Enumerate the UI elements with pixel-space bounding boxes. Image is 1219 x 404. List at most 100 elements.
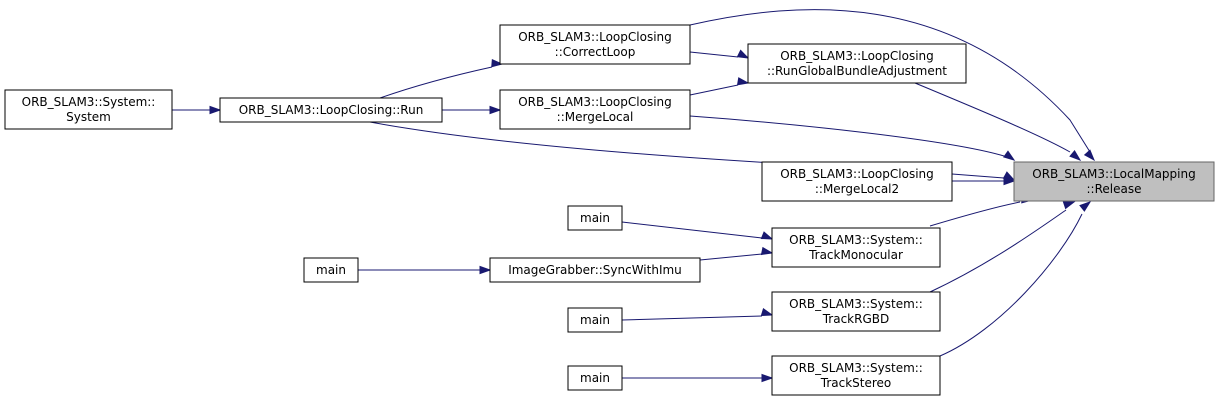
edge-mainmono-trackmono	[621, 221, 774, 240]
node-box	[567, 307, 623, 333]
node-label-line: ORB_SLAM3::LoopClosing	[518, 30, 672, 44]
node-label-line: ORB_SLAM3::System::	[789, 297, 923, 311]
edge-lcrun-correctloop	[379, 58, 504, 99]
node-trackrgbd[interactable]: ORB_SLAM3::System::TrackRGBD	[771, 291, 941, 332]
graph-edges	[172, 9, 1096, 383]
edge-lcrun-system-arrowhead	[209, 105, 222, 115]
edge-mainrgbd-trackrgbd	[621, 307, 774, 321]
edge-syncimu-trackmono-line	[699, 253, 763, 261]
edge-mainrgbd-trackrgbd-line	[621, 315, 763, 321]
node-trackmono[interactable]: ORB_SLAM3::System::TrackMonocular	[771, 227, 941, 268]
edge-rungba-release	[914, 82, 1082, 161]
edge-trackstereo-release-arrowhead	[1079, 201, 1092, 212]
node-label-line: ::RunGlobalBundleAdjustment	[767, 64, 947, 78]
node-label-line: ::MergeLocal2	[815, 182, 899, 196]
node-label-line: ORB_SLAM3::LoopClosing::Run	[239, 103, 424, 117]
node-label-line: ::Release	[1087, 182, 1142, 196]
node-system[interactable]: ORB_SLAM3::System::System	[4, 89, 173, 130]
edge-correctloop-rungba-line	[689, 51, 739, 58]
node-label-line: main	[316, 263, 346, 277]
node-label-line: main	[580, 313, 610, 327]
edge-lcrun-correctloop-line	[379, 66, 493, 99]
edge-correctloop-release-line	[689, 9, 1091, 153]
edge-mergelocal-rungba-line	[689, 84, 739, 96]
node-main-sync[interactable]: main	[303, 257, 359, 283]
edge-correctloop-rungba	[689, 49, 750, 59]
node-label-line: System	[66, 110, 111, 124]
graph-nodes: ORB_SLAM3::LocalMapping::ReleaseORB_SLAM…	[4, 24, 1215, 396]
node-box	[1013, 161, 1215, 202]
edge-syncimu-trackmono	[699, 246, 774, 261]
node-main-stereo[interactable]: main	[567, 365, 623, 391]
node-trackstereo[interactable]: ORB_SLAM3::System::TrackStereo	[771, 355, 941, 396]
node-box	[567, 365, 623, 391]
edge-mainmono-trackmono-arrowhead	[760, 231, 774, 240]
node-label-line: ImageGrabber::SyncWithImu	[508, 263, 682, 277]
node-box	[747, 43, 967, 84]
node-box	[771, 227, 941, 268]
edge-correctloop-release	[689, 9, 1096, 162]
edge-rungba-release-line	[914, 82, 1071, 153]
node-mergelocal2[interactable]: ORB_SLAM3::LoopClosing::MergeLocal2	[761, 161, 953, 202]
node-label-line: main	[580, 211, 610, 225]
edge-mainmono-trackmono-line	[621, 221, 763, 239]
edge-trackstereo-release	[939, 201, 1092, 357]
node-box	[489, 257, 701, 283]
edge-mergelocal-release	[689, 115, 1016, 161]
node-label-line: ::MergeLocal	[557, 110, 634, 124]
node-rungba[interactable]: ORB_SLAM3::LoopClosing::RunGlobalBundleA…	[747, 43, 967, 84]
node-label-line: ORB_SLAM3::LocalMapping	[1032, 167, 1195, 181]
edge-trackrgbd-release	[929, 201, 1076, 293]
node-box	[771, 355, 941, 396]
edge-trackmono-release-line	[929, 201, 1021, 227]
node-box	[567, 205, 623, 231]
edge-mainstereo-trackstereo	[622, 373, 774, 383]
node-label-line: ORB_SLAM3::System::	[789, 233, 923, 247]
node-main-mono[interactable]: main	[567, 205, 623, 231]
node-label-line: TrackRGBD	[822, 312, 890, 326]
edge-mergelocal-rungba	[689, 77, 750, 96]
node-box	[499, 24, 691, 65]
node-label-line: ORB_SLAM3::LoopClosing	[780, 49, 934, 63]
edge-mergelocal-rungba-arrowhead	[736, 77, 750, 86]
node-label-line: ORB_SLAM3::System::	[22, 95, 156, 109]
node-main-rgbd[interactable]: main	[567, 307, 623, 333]
edge-correctloop-release-arrowhead	[1083, 149, 1096, 162]
node-box	[4, 89, 173, 130]
edge-mainsync-syncimu	[358, 265, 492, 275]
node-release[interactable]: ORB_SLAM3::LocalMapping::Release	[1013, 161, 1215, 202]
edge-lcrun-system	[172, 105, 222, 115]
node-label-line: ::CorrectLoop	[555, 45, 636, 59]
node-label-line: TrackStereo	[820, 376, 892, 390]
edge-mergelocal2-release-arrowhead	[1003, 176, 1016, 186]
node-label-line: ORB_SLAM3::LoopClosing	[780, 167, 934, 181]
node-box	[303, 257, 359, 283]
edge-mainsync-syncimu-arrowhead	[479, 265, 492, 275]
edge-trackstereo-release-line	[939, 213, 1083, 357]
node-label-line: main	[580, 371, 610, 385]
node-mergelocal[interactable]: ORB_SLAM3::LoopClosing::MergeLocal	[499, 89, 691, 130]
edge-lcrun-mergelocal-arrowhead	[489, 105, 502, 115]
edge-trackrgbd-release-line	[929, 209, 1067, 293]
edge-trackrgbd-release-arrowhead	[1062, 201, 1076, 210]
node-box	[499, 89, 691, 130]
edge-mergelocal-release-line	[689, 115, 1005, 157]
edge-lcrun-mergelocal	[442, 105, 502, 115]
edge-mergelocal-release-arrowhead	[1003, 150, 1016, 161]
node-lcrun[interactable]: ORB_SLAM3::LoopClosing::Run	[219, 97, 443, 123]
node-box	[761, 161, 953, 202]
edge-correctloop-rungba-arrowhead	[736, 49, 750, 59]
edge-mainrgbd-trackrgbd-arrowhead	[760, 307, 774, 317]
node-box	[219, 97, 443, 123]
node-correctloop[interactable]: ORB_SLAM3::LoopClosing::CorrectLoop	[499, 24, 691, 65]
node-label-line: TrackMonocular	[808, 248, 903, 262]
edge-rungba-release-arrowhead	[1069, 150, 1082, 161]
edge-mainstereo-trackstereo-arrowhead	[761, 373, 774, 383]
node-label-line: ORB_SLAM3::LoopClosing	[518, 95, 672, 109]
edge-mergelocal2-release	[952, 176, 1016, 186]
node-syncimu[interactable]: ImageGrabber::SyncWithImu	[489, 257, 701, 283]
edge-syncimu-trackmono-arrowhead	[760, 246, 774, 256]
edge-lcrun-correctloop-arrowhead	[491, 58, 504, 68]
node-box	[771, 291, 941, 332]
